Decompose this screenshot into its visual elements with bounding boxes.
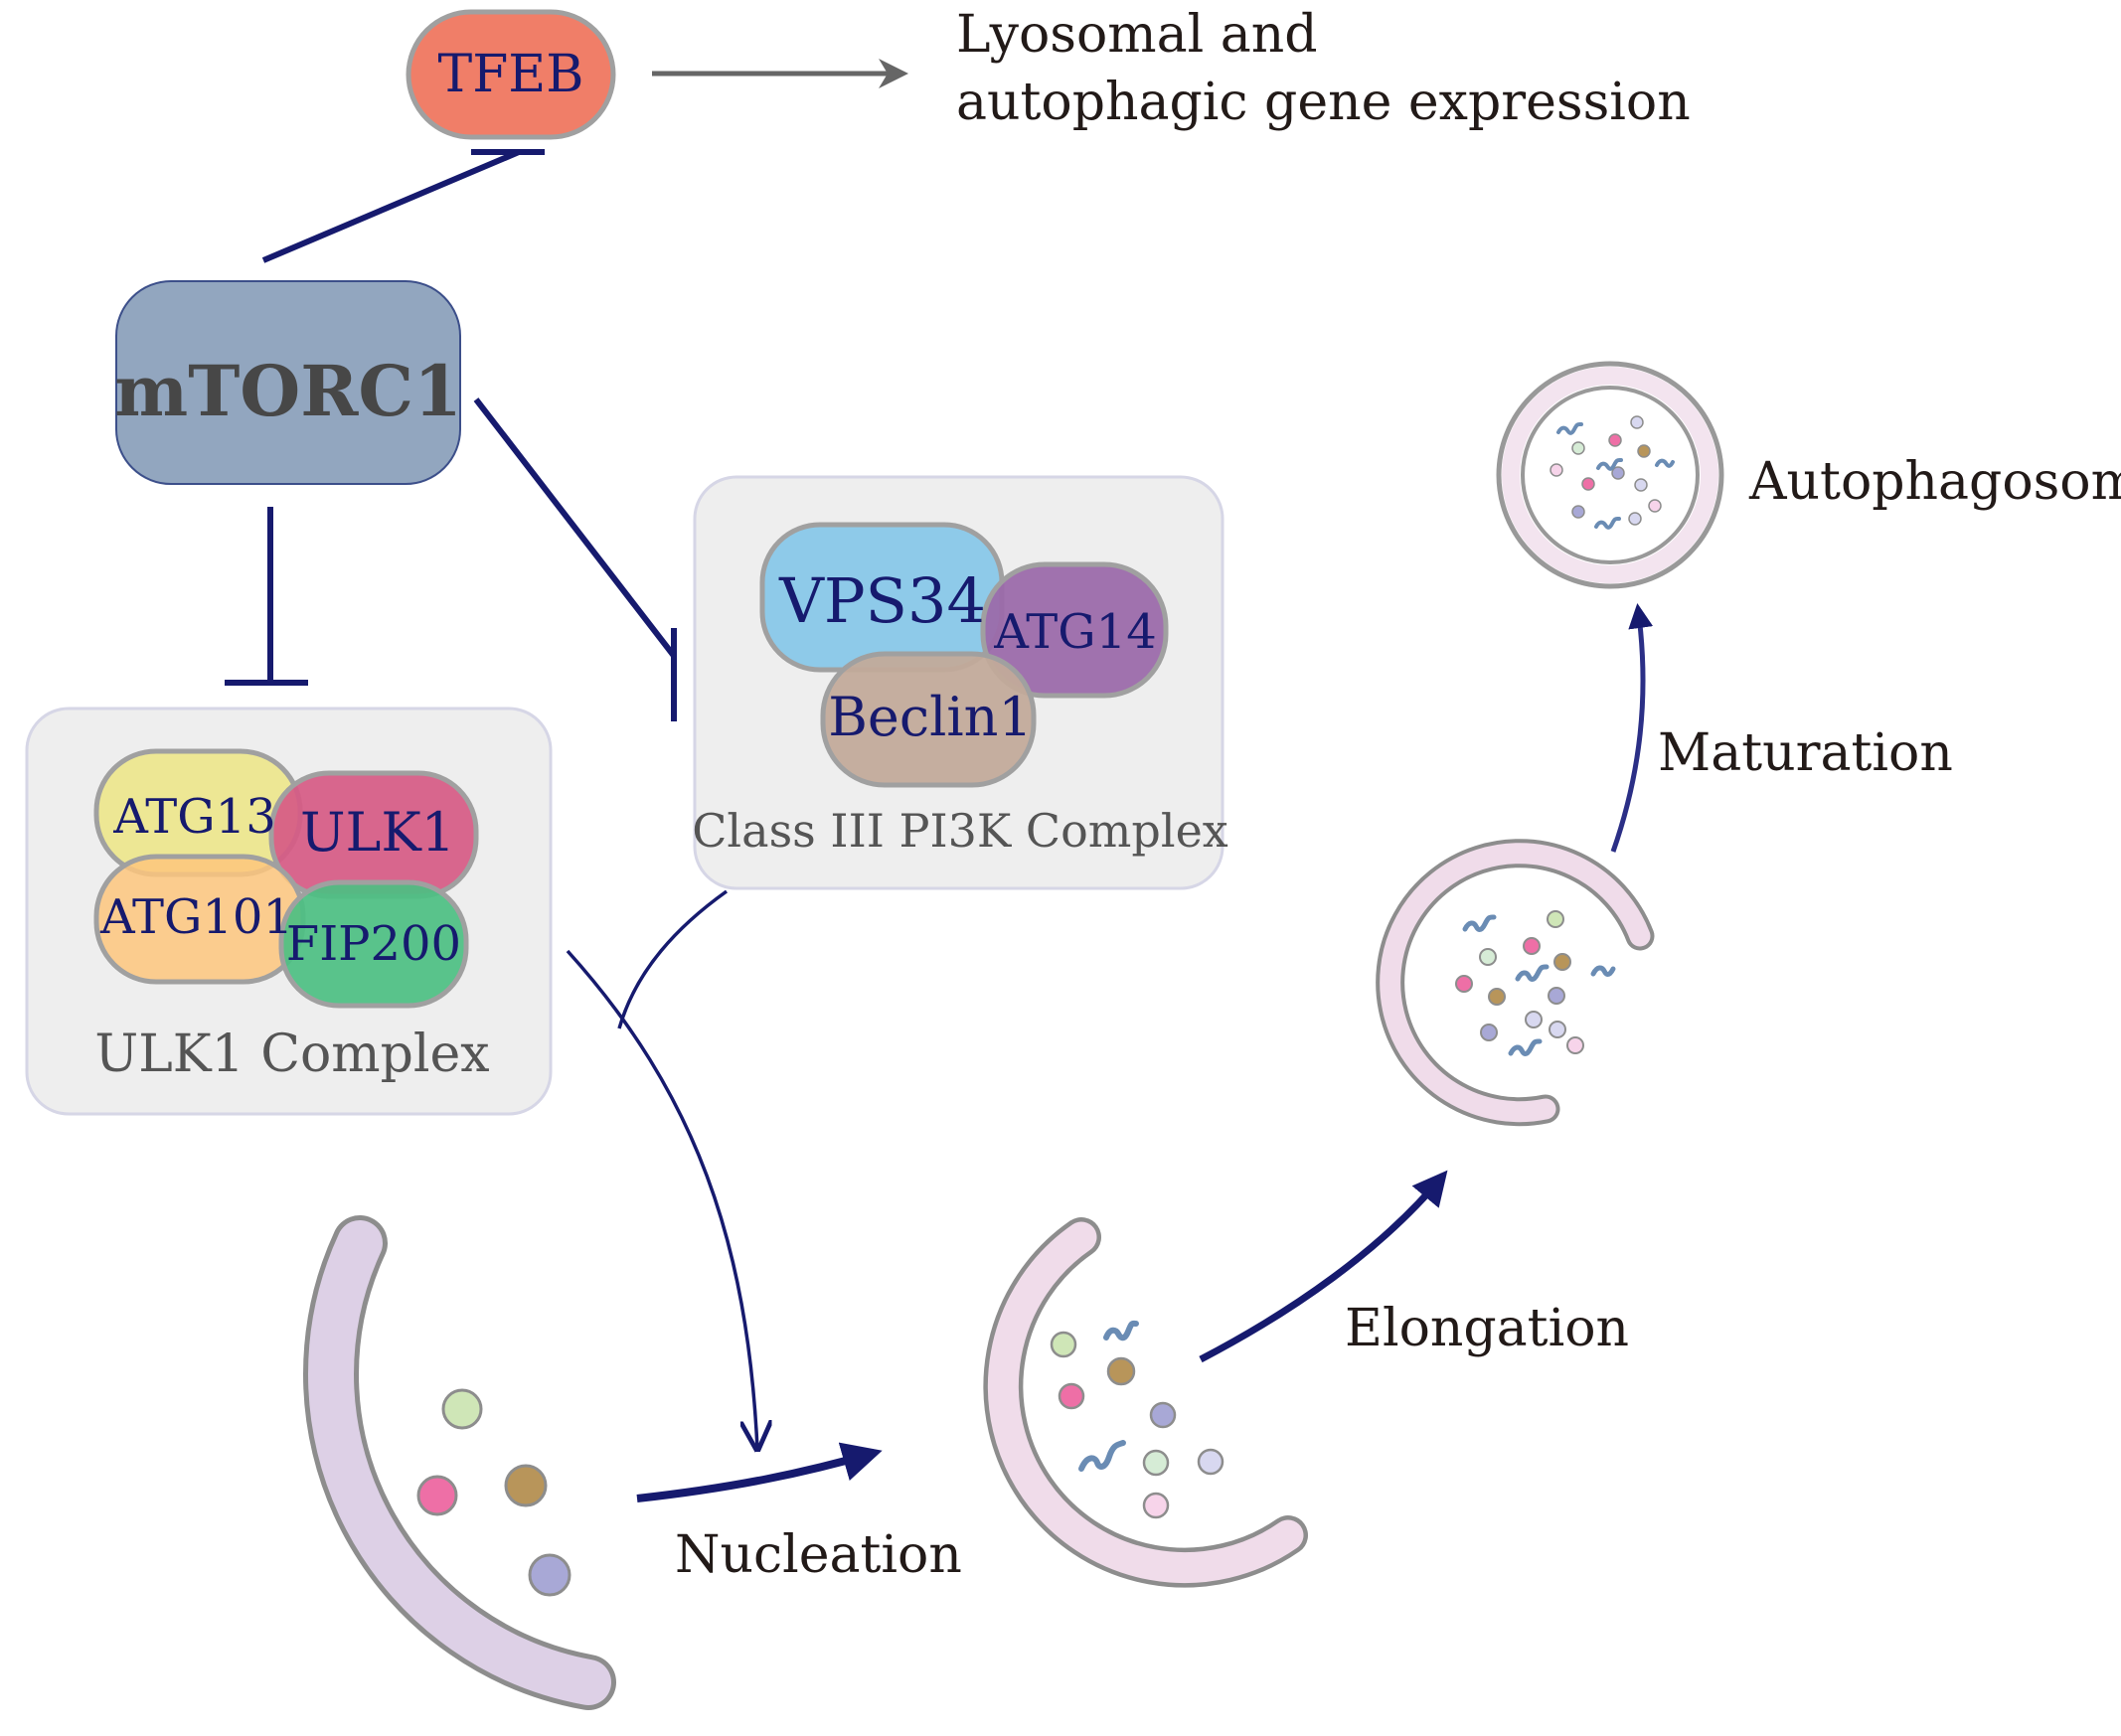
phagophore-membrane xyxy=(303,1215,616,1710)
atg14-node xyxy=(980,561,1169,699)
atg14-label: ATG14 xyxy=(993,604,1156,660)
nucleation-label: Nucleation xyxy=(675,1525,962,1585)
pi3k-complex-title: Class III PI3K Complex xyxy=(692,804,1228,858)
gene-expression-line1: Lyosomal and xyxy=(956,5,1318,65)
atg13-label: ATG13 xyxy=(112,789,275,845)
elongation-arrow xyxy=(1199,1170,1448,1363)
mtorc1-label: mTORC1 xyxy=(114,350,462,432)
beclin1-label: Beclin1 xyxy=(828,686,1033,748)
tfeb-label: TFEB xyxy=(438,45,584,104)
mtorc1-inhibits-ulk1 xyxy=(225,507,308,686)
tfeb-node: TFEB xyxy=(406,9,616,140)
atg101-label: ATG101 xyxy=(99,889,293,945)
pi3k-complex: VPS34 ATG14 Beclin1 Class III PI3K Compl… xyxy=(692,475,1228,890)
autophagosome-label: Autophagosome xyxy=(1748,452,2121,512)
maturation-arrow xyxy=(1610,603,1654,853)
beclin1-node xyxy=(820,651,1037,788)
mtorc1-inhibits-pi3k xyxy=(473,397,677,721)
gene-expression-line2: autophagic gene expression xyxy=(956,73,1691,132)
mtorc1-node: mTORC1 xyxy=(114,280,462,485)
fip200-node xyxy=(278,879,469,1009)
elongation-label: Elongation xyxy=(1345,1299,1629,1358)
ulk1-complex: ATG13 ULK1 ATG101 FIP200 ULK1 Complex xyxy=(25,707,553,1116)
maturing-autophagosome xyxy=(1376,839,1655,1127)
mtorc1-inhibits-tfeb xyxy=(261,149,545,263)
autophagosome xyxy=(1496,361,1724,589)
ulk1-label: ULK1 xyxy=(300,801,455,864)
ulk1-complex-title: ULK1 Complex xyxy=(94,1025,489,1084)
fip200-label: FIP200 xyxy=(286,916,461,972)
vps34-label: VPS34 xyxy=(778,564,986,637)
complexes-to-nucleation-arrows xyxy=(566,889,757,1449)
maturation-label: Maturation xyxy=(1658,723,1953,783)
nucleation-arrow xyxy=(636,1442,883,1502)
elongating-phagophore xyxy=(983,1217,1308,1588)
